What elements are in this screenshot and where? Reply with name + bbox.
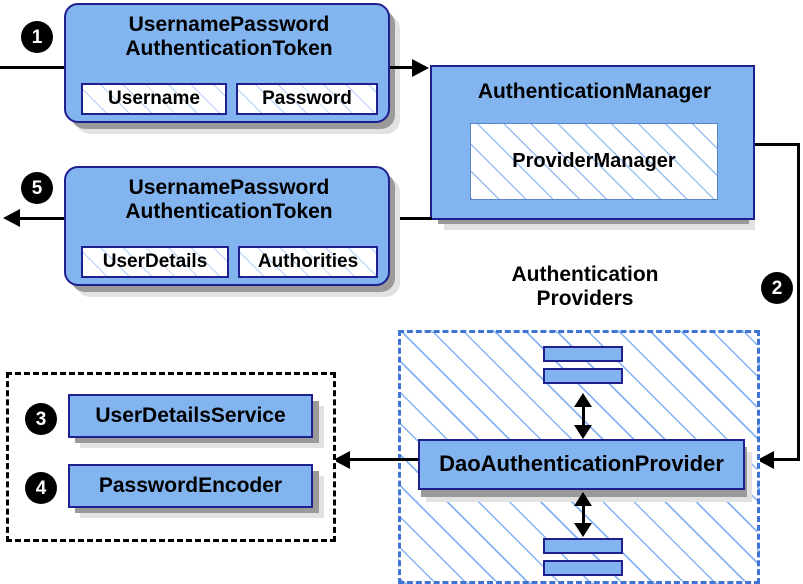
provider-placeholder-bar-bottom-1 (543, 538, 623, 554)
provider-manager-box[interactable]: ProviderManager (470, 123, 718, 200)
provider-link-bottom-line (581, 500, 585, 528)
request-token-title-line1: UsernamePassword (128, 13, 330, 36)
badge-step-4: 4 (26, 473, 56, 503)
provider-to-collaborators-arrowhead (333, 450, 350, 469)
badge-step-1: 1 (22, 22, 52, 52)
manager-return-line (390, 217, 432, 220)
providers-heading: Authentication Providers (470, 263, 700, 310)
badge-step-5: 5 (22, 173, 52, 203)
provider-link-top-arrow-down (574, 425, 592, 439)
response-token-box[interactable]: UsernamePassword AuthenticationToken Use… (64, 166, 390, 286)
response-token-title-line2: AuthenticationToken (125, 199, 333, 223)
provider-placeholder-bar-top-2 (543, 368, 623, 384)
request-token-field-password[interactable]: Password (236, 83, 378, 115)
manager-to-response-token-line (18, 217, 80, 220)
user-details-service-box[interactable]: UserDetailsService (68, 394, 313, 438)
response-token-field-userdetails[interactable]: UserDetails (81, 246, 229, 278)
request-token-field-username[interactable]: Username (81, 83, 227, 115)
response-token-title: UsernamePassword AuthenticationToken (66, 176, 392, 224)
provider-placeholder-bar-top-1 (543, 346, 623, 362)
dao-authentication-provider-box[interactable]: DaoAuthenticationProvider (418, 439, 745, 490)
manager-to-provider-line-vertical (797, 143, 800, 461)
provider-link-bottom-arrow-up (574, 492, 592, 506)
authentication-manager-box[interactable]: AuthenticationManager ProviderManager (430, 65, 755, 220)
incoming-request-line (0, 66, 80, 69)
provider-to-collaborators-line (348, 458, 418, 461)
response-token-field-authorities[interactable]: Authorities (238, 246, 378, 278)
request-token-title-line2: AuthenticationToken (125, 36, 333, 60)
response-token-title-line1: UsernamePassword (128, 176, 330, 199)
provider-link-top-line (581, 400, 585, 430)
manager-to-provider-line-bottom (772, 458, 800, 461)
providers-heading-line1: Authentication (511, 263, 659, 286)
manager-to-provider-arrowhead (757, 450, 774, 469)
request-token-box[interactable]: UsernamePassword AuthenticationToken Use… (64, 3, 390, 123)
badge-step-3: 3 (26, 404, 56, 434)
token-to-manager-line (390, 66, 426, 69)
provider-placeholder-bar-bottom-2 (543, 560, 623, 576)
authentication-manager-title: AuthenticationManager (477, 80, 712, 103)
badge-step-2: 2 (762, 273, 792, 303)
token-to-manager-arrowhead (412, 58, 429, 77)
providers-heading-line2: Providers (536, 286, 634, 310)
request-token-title: UsernamePassword AuthenticationToken (66, 13, 392, 61)
manager-to-provider-line-top (755, 143, 800, 146)
provider-link-bottom-arrow-down (574, 523, 592, 537)
password-encoder-box[interactable]: PasswordEncoder (68, 464, 313, 508)
response-arrowhead (3, 209, 20, 227)
